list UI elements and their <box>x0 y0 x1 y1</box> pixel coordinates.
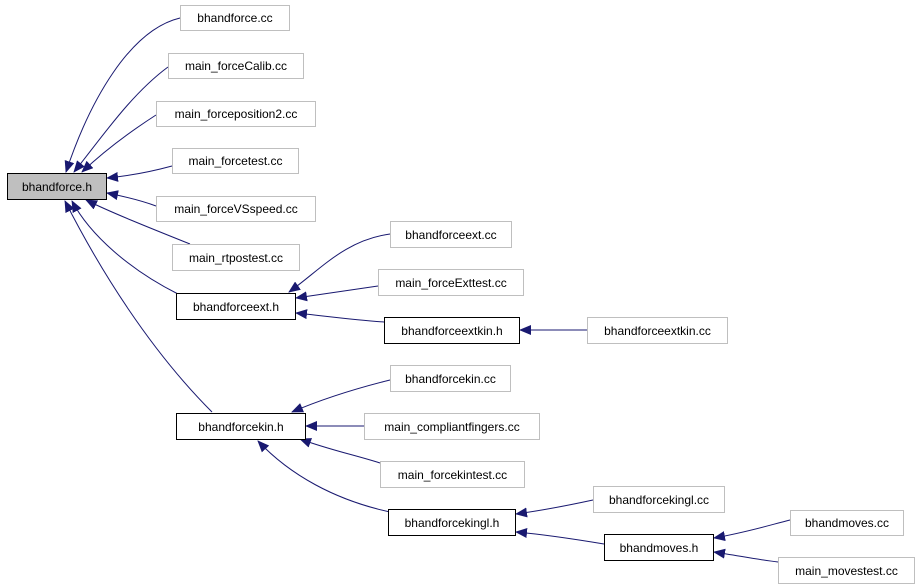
node-bhandforceext-cc[interactable]: bhandforceext.cc <box>390 221 512 248</box>
edge-main-forceexttest-to-bhandforceext-h <box>295 285 379 302</box>
node-bhandforceextkin-h[interactable]: bhandforceextkin.h <box>384 317 520 344</box>
node-main-forcetest-cc[interactable]: main_forcetest.cc <box>172 148 299 174</box>
node-main-rtpostest-cc[interactable]: main_rtpostest.cc <box>172 244 300 271</box>
edge-bhandforcekingl-h-to-bhandforcekin-h <box>257 440 391 513</box>
edge-bhandforceext-h-to-bhandforce-h <box>71 200 179 295</box>
node-main-forcekintest-cc[interactable]: main_forcekintest.cc <box>380 461 525 488</box>
node-bhandforce-cc[interactable]: bhandforce.cc <box>180 5 290 31</box>
node-bhandmoves-cc[interactable]: bhandmoves.cc <box>790 510 904 536</box>
node-main-forcevsspeed-cc[interactable]: main_forceVSspeed.cc <box>156 196 316 222</box>
edge-main-forceposition2-to-bhandforce-h <box>81 114 157 173</box>
edge-main-forcekintest-to-bhandforcekin-h <box>299 438 381 464</box>
node-main-movestest-cc[interactable]: main_movestest.cc <box>778 557 915 584</box>
edge-main-forcevsspeed-to-bhandforce-h <box>106 190 157 207</box>
edge-bhandforceextkin-h-to-bhandforceext-h <box>295 309 385 323</box>
edge-main-movestest-to-bhandmoves-h <box>713 548 779 563</box>
node-main-compliantfingers-cc[interactable]: main_compliantfingers.cc <box>364 413 540 440</box>
node-main-forcecalib-cc[interactable]: main_forceCalib.cc <box>168 53 304 79</box>
edge-bhandmoves-cc-to-bhandmoves-h <box>713 519 791 542</box>
node-main-forceposition2-cc[interactable]: main_forceposition2.cc <box>156 101 316 127</box>
edge-bhandforcekin-h-to-bhandforce-h <box>64 200 213 413</box>
edge-bhandforceext-cc-to-bhandforceext-h <box>288 233 391 293</box>
edge-bhandforce-cc-to-bhandforce-h <box>64 17 181 173</box>
node-bhandforcekin-h[interactable]: bhandforcekin.h <box>176 413 306 440</box>
node-bhandforceext-h[interactable]: bhandforceext.h <box>176 293 296 320</box>
node-bhandforcekingl-cc[interactable]: bhandforcekingl.cc <box>593 486 725 513</box>
node-bhandforcekin-cc[interactable]: bhandforcekin.cc <box>390 365 511 392</box>
node-bhandforcekingl-h[interactable]: bhandforcekingl.h <box>388 509 516 536</box>
node-bhandmoves-h[interactable]: bhandmoves.h <box>604 534 714 561</box>
edge-main-forcecalib-to-bhandforce-h <box>73 66 169 173</box>
node-main-forceexttest-cc[interactable]: main_forceExttest.cc <box>378 269 524 296</box>
edge-main-forcetest-to-bhandforce-h <box>106 165 173 182</box>
edge-bhandforcekingl-cc-to-bhandforcekingl-h <box>515 499 594 518</box>
node-bhandforceextkin-cc[interactable]: bhandforceextkin.cc <box>587 317 728 344</box>
edge-bhandforcekin-cc-to-bhandforcekin-h <box>291 379 391 413</box>
node-bhandforce-h: bhandforce.h <box>7 173 107 200</box>
edge-bhandmoves-h-to-bhandforcekingl-h <box>515 527 605 545</box>
edge-main-rtpostest-to-bhandforce-h <box>85 199 191 245</box>
